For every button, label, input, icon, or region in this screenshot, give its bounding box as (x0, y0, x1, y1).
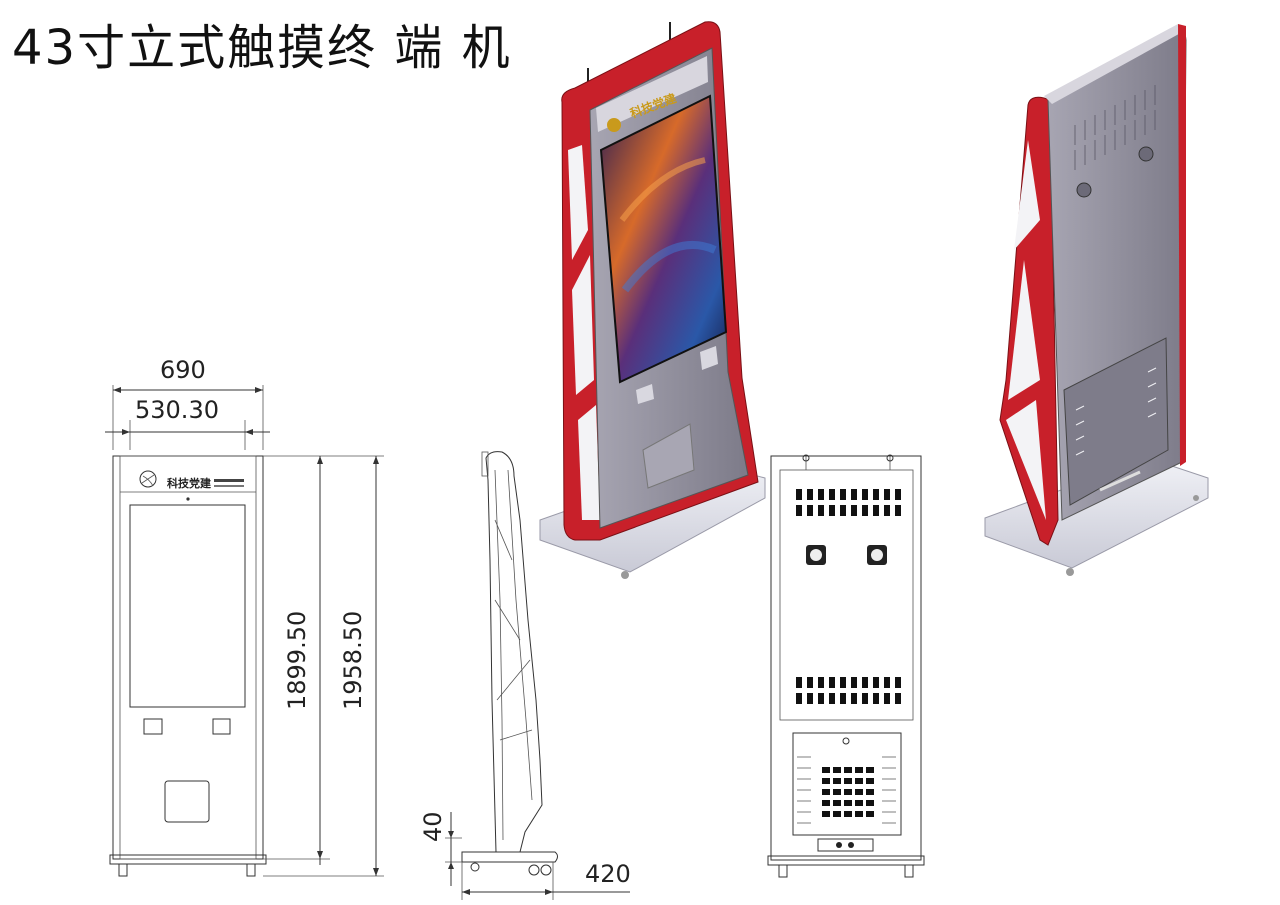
side-profile-outline (485, 451, 543, 853)
front-view: 科技党建 690 530.30 1899.50 19 (105, 356, 384, 877)
dim-base-depth: 420 (585, 860, 631, 888)
front-cabinet-outline (112, 455, 264, 860)
dim-screen-height: 1899.50 (283, 611, 311, 710)
back-base (767, 855, 925, 866)
back-3d-render (984, 24, 1209, 576)
back-top-vents (796, 489, 901, 516)
front-logo (139, 470, 157, 488)
front-printer-panel (164, 780, 210, 823)
page-title: 43寸立式触摸终 端 机 (12, 20, 512, 76)
dim-total-height: 1958.50 (339, 611, 367, 710)
dim-base-height: 40 (419, 811, 447, 842)
back-lower-vents (796, 677, 901, 704)
back-fans (806, 545, 887, 565)
back-cabinet-outline (770, 455, 922, 861)
front-card-slot-left (143, 718, 163, 735)
dim-total-width: 690 (160, 356, 206, 384)
front-base (109, 854, 267, 865)
side-view: 40 420 (419, 451, 631, 900)
front-3d-render: 科技党建 (539, 21, 766, 579)
front-cabinet-inner (119, 455, 257, 860)
side-base (461, 851, 558, 863)
back-service-door (792, 732, 902, 836)
dim-inner-width: 530.30 (135, 396, 219, 424)
front-logo-text: 科技党建 (167, 476, 212, 490)
back-view (767, 454, 925, 878)
front-screen-outline (129, 504, 246, 708)
front-card-slot-right (212, 718, 231, 735)
render-front-screen (599, 94, 728, 384)
